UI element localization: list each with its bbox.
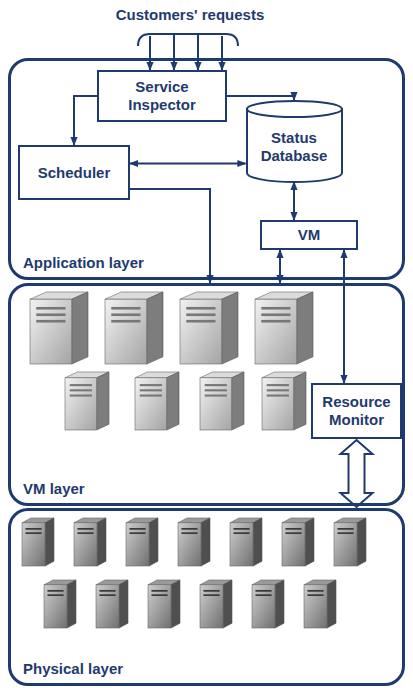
- box-label: VM: [298, 226, 321, 244]
- server-group: [22, 292, 366, 628]
- server-icon: [105, 292, 163, 364]
- server-icon: [334, 518, 366, 566]
- server-icon: [255, 292, 313, 364]
- request-arrow: [173, 34, 175, 70]
- connector: [74, 96, 97, 145]
- server-icon: [44, 580, 76, 628]
- box-label: Status Database: [258, 129, 331, 165]
- process-box: Resource Monitor: [311, 383, 402, 439]
- connector: [227, 96, 294, 100]
- process-box: VM: [260, 220, 358, 250]
- block-arrow: [341, 440, 373, 507]
- connector: [130, 163, 246, 165]
- server-icon: [200, 580, 232, 628]
- server-icon: [135, 372, 179, 430]
- server-icon: [74, 518, 106, 566]
- layer-label: VM layer: [23, 480, 85, 498]
- server-icon: [180, 292, 238, 364]
- server-icon: [22, 518, 54, 566]
- layer-label: Physical layer: [23, 660, 123, 678]
- server-icon: [230, 518, 262, 566]
- box-label: Resource Monitor: [319, 393, 394, 429]
- server-icon: [200, 372, 244, 430]
- server-icon: [65, 372, 109, 430]
- server-icon: [282, 518, 314, 566]
- server-icon: [304, 580, 336, 628]
- connector: [293, 182, 295, 220]
- server-icon: [96, 580, 128, 628]
- layer-band: Application layer Service InspectorStatus…: [8, 58, 405, 280]
- server-icon: [178, 518, 210, 566]
- layer-label: Application layer: [23, 254, 144, 272]
- server-icon: [148, 580, 180, 628]
- request-arrow: [197, 34, 199, 70]
- server-icon: [30, 292, 88, 364]
- layer-band: Physical layer: [8, 508, 405, 686]
- server-icon: [262, 372, 306, 430]
- server-icon: [252, 580, 284, 628]
- layer-band: VM layer Resource Monitor: [8, 283, 405, 506]
- input-label: Customers' requests: [116, 6, 265, 24]
- connector: [343, 250, 345, 383]
- server-icon: [126, 518, 158, 566]
- request-arrow: [221, 36, 223, 70]
- process-box: Scheduler: [18, 145, 130, 200]
- process-box: Service Inspector: [97, 70, 227, 122]
- database-cylinder: Status Database: [246, 100, 343, 182]
- request-arrow: [149, 36, 151, 70]
- box-label: Service Inspector: [105, 78, 219, 114]
- box-label: Scheduler: [38, 164, 111, 182]
